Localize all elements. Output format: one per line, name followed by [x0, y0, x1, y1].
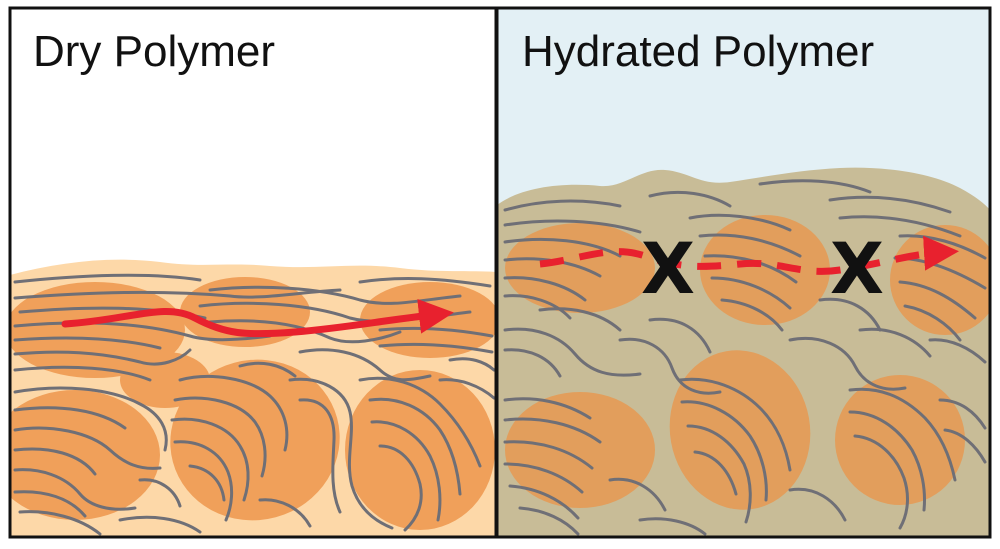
hydrated-panel-title: Hydrated Polymer: [522, 27, 874, 76]
hydrated-polymer-panel: X X: [497, 8, 990, 537]
block-marker-1: X: [641, 228, 695, 310]
dry-polymer-chains: [13, 273, 496, 536]
block-marker-2: X: [830, 228, 884, 310]
dry-polymer-panel: [10, 8, 496, 537]
dry-panel-title: Dry Polymer: [33, 27, 275, 76]
dry-crystalline-domains: [10, 277, 496, 530]
dry-transport-arrow: [61, 298, 454, 338]
hydrated-blocked-transport-arrow: [539, 235, 959, 275]
hydrated-panel-frame: [495, 6, 992, 539]
